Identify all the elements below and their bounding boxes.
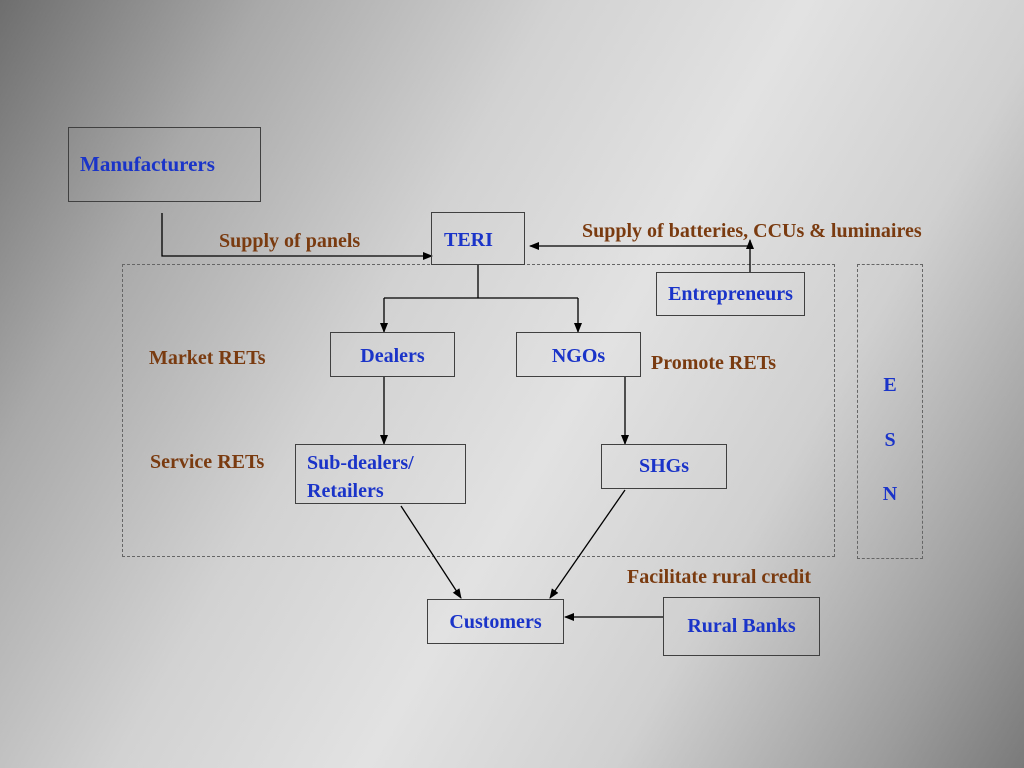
entrepreneurs-box: Entrepreneurs xyxy=(656,272,805,316)
supply-panels-label: Supply of panels xyxy=(219,230,361,252)
ngos-box: NGOs xyxy=(516,332,641,377)
esn-letter-n: N xyxy=(882,483,898,505)
esn-letter-e: E xyxy=(883,374,897,396)
entrepreneurs-label: Entrepreneurs xyxy=(668,282,793,305)
market-rets-label: Market RETs xyxy=(149,347,266,369)
customers-box: Customers xyxy=(427,599,564,644)
dealers-label: Dealers xyxy=(360,345,425,367)
dealers-box: Dealers xyxy=(330,332,455,377)
rural-banks-box: Rural Banks xyxy=(663,597,820,656)
manufacturers-box: Manufacturers xyxy=(68,127,261,202)
rural-banks-label: Rural Banks xyxy=(687,615,796,637)
retailers-label: Retailers xyxy=(307,480,384,502)
promote-rets-label: Promote RETs xyxy=(651,352,776,374)
manufacturers-label: Manufacturers xyxy=(80,152,215,176)
sub-dealers-box: Sub-dealers/ Retailers xyxy=(295,444,466,504)
facilitate-credit-label: Facilitate rural credit xyxy=(627,566,812,588)
teri-label: TERI xyxy=(444,229,493,251)
customers-label: Customers xyxy=(449,611,542,633)
esn-letter-s: S xyxy=(884,429,896,451)
esn-side-panel xyxy=(857,264,923,559)
shgs-label: SHGs xyxy=(638,455,690,477)
shgs-box: SHGs xyxy=(601,444,727,489)
ngos-label: NGOs xyxy=(551,345,606,367)
teri-box: TERI xyxy=(431,212,525,265)
sub-dealers-label: Sub-dealers/ xyxy=(307,452,414,474)
supply-batteries-label: Supply of batteries, CCUs & luminaires xyxy=(582,220,922,242)
service-rets-label: Service RETs xyxy=(150,451,265,473)
